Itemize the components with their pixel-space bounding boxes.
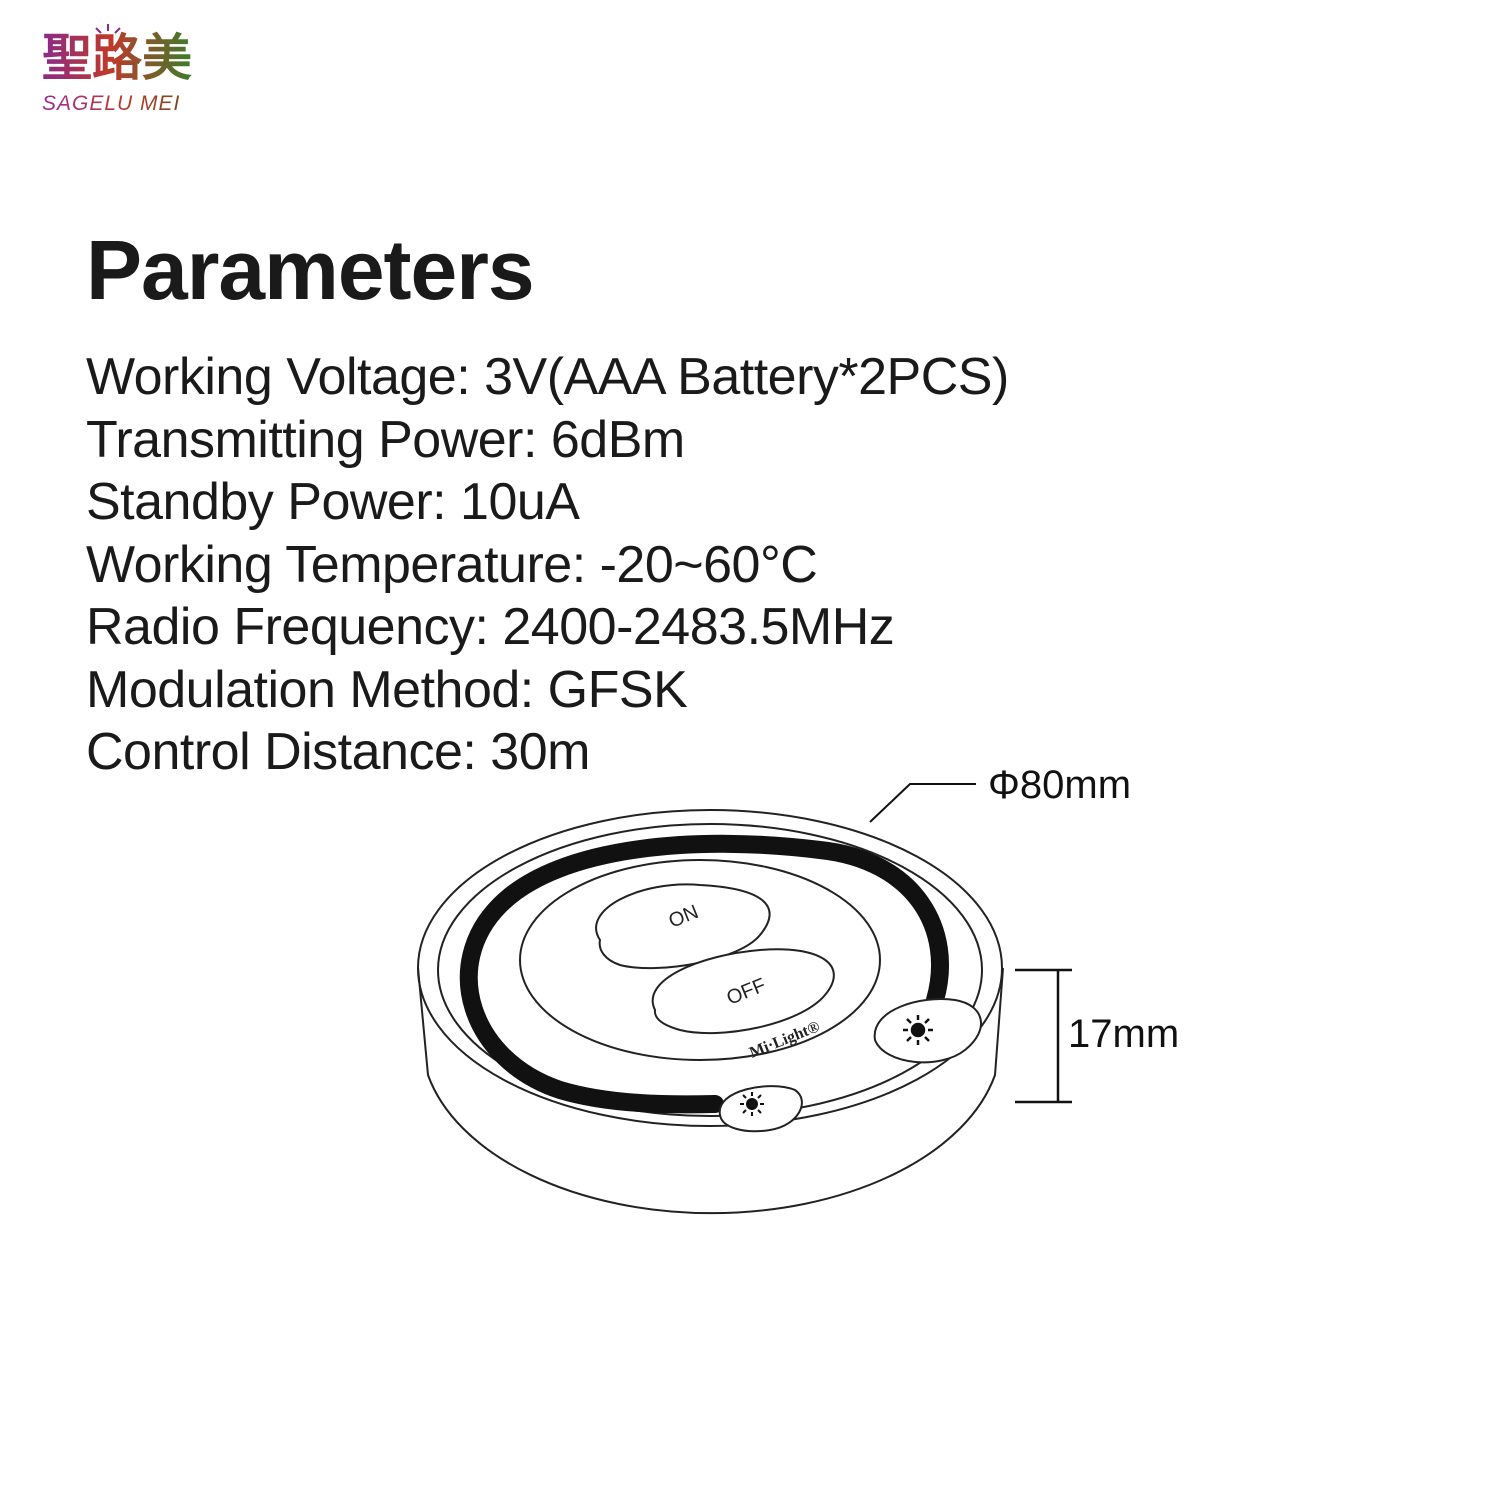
param-working-temperature: Working Temperature: -20~60°C — [86, 535, 818, 594]
on-button-shape — [595, 883, 771, 970]
diameter-label: Φ80mm — [988, 763, 1132, 807]
lightbulb-icon — [95, 24, 121, 34]
parameter-list: Working Voltage: 3V(AAA Battery*2PCS) Tr… — [86, 346, 1009, 784]
sun-pad-left — [718, 1085, 803, 1133]
sun-icon — [903, 1015, 933, 1045]
diameter-leader-line — [869, 783, 976, 823]
page-title: Parameters — [86, 223, 535, 317]
param-control-distance: Control Distance: 30m — [86, 723, 590, 781]
remote-body-bottom-hint — [427, 905, 993, 1245]
touch-ring — [459, 834, 949, 1114]
on-button-label: ON — [666, 901, 702, 933]
param-transmitting-power: Transmitting Power: 6dBm — [86, 410, 685, 469]
remote-body-side — [417, 967, 1004, 1215]
param-radio-frequency: Radio Frequency: 2400-2483.5MHz — [86, 598, 895, 656]
sun-pad-right — [873, 998, 982, 1064]
off-button-shape — [651, 948, 835, 1035]
height-label: 17mm — [1068, 1012, 1180, 1056]
logo-chinese-text: 聖路美 — [42, 30, 192, 86]
logo-english-text: SAGELU MEI — [42, 92, 181, 115]
remote-face — [519, 859, 881, 1061]
height-dimension-line — [1015, 968, 1072, 1104]
off-button-label: OFF — [724, 974, 769, 1009]
remote-top-rim — [417, 809, 1003, 1127]
remote-top-rim-inner — [437, 823, 983, 1117]
brand-mark: Mi·Light® — [747, 1018, 822, 1062]
param-modulation-method: Modulation Method: GFSK — [86, 660, 688, 719]
brand-logo: 聖路美 SAGELU MEI — [40, 22, 215, 117]
param-standby-power: Standby Power: 10uA — [86, 473, 580, 531]
param-working-voltage: Working Voltage: 3V(AAA Battery*2PCS) — [86, 348, 1009, 406]
sun-icon — [740, 1092, 764, 1116]
